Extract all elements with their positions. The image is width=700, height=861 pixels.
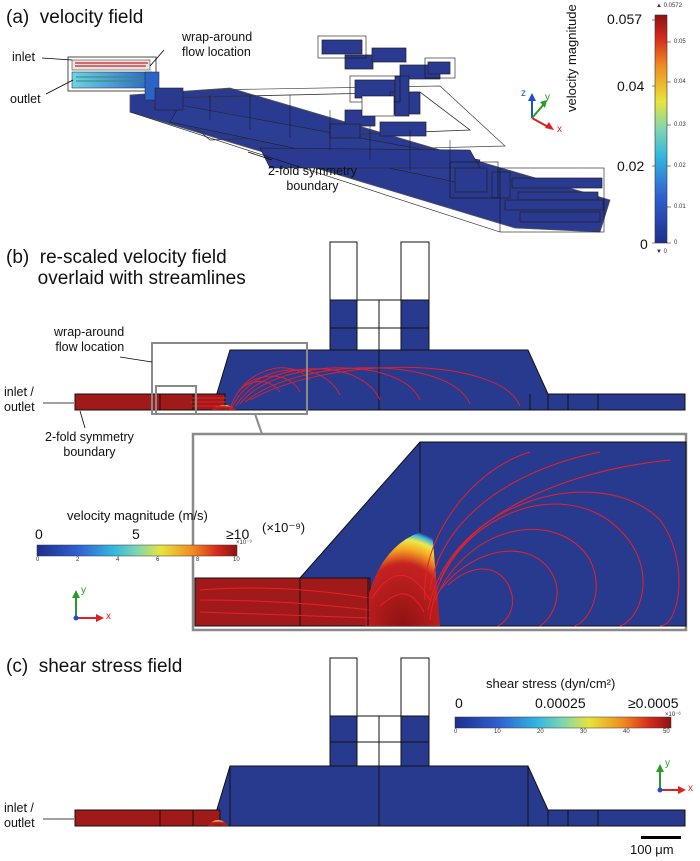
panel-a-colorbar-tick: 0.057	[607, 11, 643, 27]
panel-c-axis-triad	[656, 764, 686, 794]
panel-b-title: (b) re-scaled velocity field overlaid wi…	[6, 247, 246, 289]
panel-a-inlet-label: inlet	[12, 50, 35, 64]
panel-a-colorbar-minor-tick: 0.02	[674, 163, 686, 169]
panel-a-geometry	[41, 35, 611, 233]
panel-a-colorbar-min-marker: ▼ 0	[656, 249, 667, 255]
panel-c-colorbar	[454, 716, 672, 729]
scale-bar	[641, 836, 681, 839]
panel-b-colorbar-minor-tick: 4	[116, 557, 120, 563]
panel-c-colorbar-exponent: ×10⁻⁶	[665, 712, 681, 718]
panel-a-axis-x-label: x	[557, 124, 562, 135]
panel-b-wrap-around-label: wrap-around flow location	[54, 325, 125, 354]
panel-b-colorbar-minor-tick: 2	[76, 557, 80, 563]
panel-a-colorbar-tick: 0	[640, 236, 648, 252]
panel-c-colorbar-tick-max: ≥0.0005	[628, 695, 679, 711]
panel-a-title: (a) velocity field	[6, 7, 144, 28]
panel-c-colorbar-tick-mid: 0.00025	[535, 695, 586, 711]
panel-b-geometry	[43, 241, 686, 435]
panel-c-axis-y-label: y	[665, 758, 670, 769]
panel-b-axis-triad	[72, 590, 104, 622]
panel-a-outlet-label: outlet	[10, 92, 41, 106]
panel-a-wrap-around-label: wrap-around flow location	[182, 30, 253, 59]
panel-a-colorbar-minor-tick: 0.03	[674, 122, 686, 128]
panel-b-axis-y-label: y	[81, 585, 86, 596]
panel-b-axis-x-label: x	[106, 611, 111, 622]
panel-b-colorbar-minor-tick: 10	[233, 557, 240, 563]
panel-c-colorbar-minor-tick: 50	[663, 729, 670, 735]
panel-b-colorbar-title: velocity magnitude (m/s)	[67, 508, 208, 523]
panel-c-colorbar-tick-0: 0	[455, 695, 463, 711]
panel-b-inlet-outlet-label: inlet / outlet	[4, 385, 35, 414]
panel-b-colorbar-tick-mid: 5	[132, 526, 140, 542]
panel-b-colorbar-scale: (×10⁻⁹)	[262, 520, 306, 535]
panel-c-colorbar-minor-tick: 10	[494, 729, 501, 735]
panel-a-colorbar-max-marker: ▲ 0.0572	[656, 3, 682, 9]
panel-c-colorbar-minor-tick: 0	[454, 729, 458, 735]
panel-b-symmetry-label: 2-fold symmetry boundary	[45, 430, 134, 459]
panel-a-colorbar-tick: 0.02	[617, 158, 645, 174]
panel-c-colorbar-minor-tick: 20	[537, 729, 544, 735]
panel-c-geometry	[43, 657, 686, 827]
panel-b-colorbar-tick-0: 0	[35, 526, 43, 542]
panel-b-colorbar	[36, 544, 238, 557]
panel-c-axis-x-label: x	[688, 783, 693, 794]
panel-a-colorbar-minor-tick: 0.05	[674, 39, 686, 45]
panel-a-colorbar-minor-tick: 0.04	[674, 79, 686, 85]
panel-b-colorbar-minor-tick: 0	[36, 557, 40, 563]
panel-a-colorbar-minor-tick: 0	[674, 240, 678, 246]
panel-c-title: (c) shear stress field	[6, 656, 183, 677]
panel-c-colorbar-minor-tick: 30	[580, 729, 587, 735]
scale-bar-label: 100 μm	[630, 842, 674, 857]
panel-b-colorbar-minor-tick: 8	[196, 557, 200, 563]
panel-b-inset	[191, 432, 688, 632]
panel-b-colorbar-tick-max: ≥10	[226, 526, 250, 542]
panel-a-axis-y-label: y	[545, 92, 550, 103]
panel-a-colorbar-title: velocity magnitude (m/s)	[564, 0, 579, 112]
panel-c-inlet-outlet-label: inlet / outlet	[4, 801, 35, 830]
panel-a-axis-triad	[528, 93, 554, 130]
panel-a-axis-z-label: z	[521, 88, 526, 99]
panel-b-colorbar-exponent: ×10⁻⁹	[236, 540, 252, 546]
panel-b-colorbar-minor-tick: 6	[156, 557, 160, 563]
panel-c-colorbar-title: shear stress (dyn/cm²)	[486, 676, 616, 691]
panel-a-colorbar-minor-tick: 0.01	[674, 204, 686, 210]
panel-c-colorbar-minor-tick: 40	[623, 729, 630, 735]
panel-a-colorbar	[652, 14, 671, 244]
panel-a-symmetry-label: 2-fold symmetry boundary	[268, 164, 357, 193]
panel-a-colorbar-tick: 0.04	[617, 78, 645, 94]
